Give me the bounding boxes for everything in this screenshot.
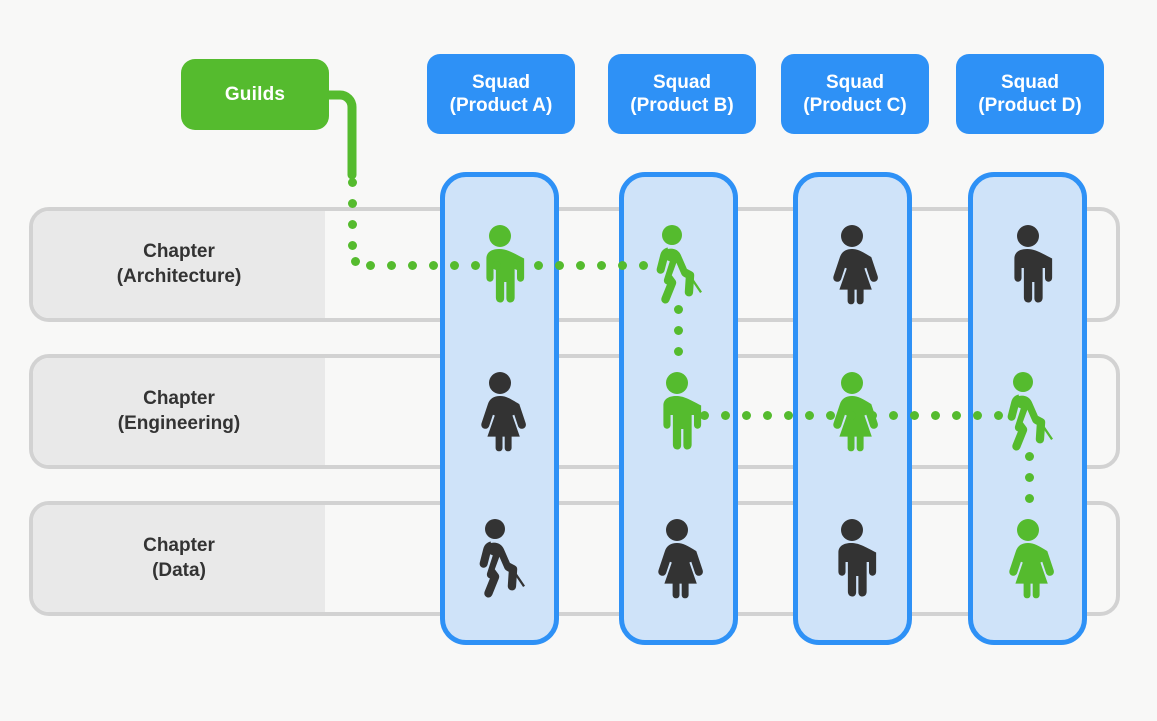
connector-dot — [674, 347, 683, 356]
connector-dot — [826, 411, 835, 420]
connector-dot — [555, 261, 564, 270]
person-walking-cane-icon — [996, 371, 1060, 451]
connector-dot — [366, 261, 375, 270]
squad-a-header-line1: Squad — [471, 71, 531, 93]
connector-dot — [784, 411, 793, 420]
squad-b-header[interactable]: Squad(Product B) — [608, 54, 756, 134]
connector-dot — [408, 261, 417, 270]
connector-dot — [763, 411, 772, 420]
chapter-data[interactable]: Chapter (Data) — [29, 501, 1120, 616]
connector-dot — [348, 241, 357, 250]
connector-dot — [576, 261, 585, 270]
connector-dot — [348, 199, 357, 208]
squad-d-header-line1: Squad — [1000, 71, 1060, 93]
connector-dot — [492, 261, 501, 270]
connector-dot — [639, 261, 648, 270]
connector-dot — [348, 220, 357, 229]
squad-c-header-line2: (Product C) — [803, 95, 907, 116]
connector-dot — [348, 178, 357, 187]
chapter-architecture-label-line2: (Architecture) — [116, 265, 242, 287]
connector-dot — [952, 411, 961, 420]
person-standing-male-icon — [645, 371, 709, 451]
person-walking-cane-icon — [468, 518, 532, 598]
connector-dot — [721, 411, 730, 420]
chapter-data-label: Chapter (Data) — [33, 505, 325, 612]
connector-dot — [674, 305, 683, 314]
eng-dots-horiz — [700, 411, 1010, 420]
chapter-architecture[interactable]: Chapter (Architecture) — [29, 207, 1120, 322]
guilds-connector-elbow — [320, 85, 380, 185]
connector-dot — [513, 261, 522, 270]
connector-dot — [618, 261, 627, 270]
connector-dot — [742, 411, 751, 420]
squad-d-header[interactable]: Squad(Product D) — [956, 54, 1104, 134]
chapter-engineering-label-line2: (Engineering) — [117, 412, 241, 434]
chapter-engineering[interactable]: Chapter (Engineering) — [29, 354, 1120, 469]
connector-dot — [931, 411, 940, 420]
person-standing-female-icon — [468, 371, 532, 452]
person-standing-male-icon — [820, 518, 884, 598]
squad-a-header[interactable]: Squad(Product A) — [427, 54, 575, 134]
chapter-architecture-label-line1: Chapter — [143, 240, 215, 262]
connector-dot — [910, 411, 919, 420]
chapter-data-label-line2: (Data) — [152, 559, 206, 581]
guild-dots-vert — [348, 178, 357, 252]
connector-dot — [597, 261, 606, 270]
connector-dot — [471, 261, 480, 270]
squad-c-header[interactable]: Squad(Product C) — [781, 54, 929, 134]
chapter-engineering-label-line1: Chapter — [143, 387, 215, 409]
connector-dot — [1025, 494, 1034, 503]
chapter-architecture-label: Chapter (Architecture) — [33, 211, 325, 318]
chapter-data-label-line1: Chapter — [143, 534, 215, 556]
squad-c-header-line1: Squad — [825, 71, 885, 93]
squad-b-dots-vert — [674, 305, 683, 372]
squad-d-header-line2: (Product D) — [978, 95, 1082, 116]
person-standing-female-icon — [645, 518, 709, 599]
connector-dot — [973, 411, 982, 420]
arch-dots-horiz — [366, 261, 660, 270]
connector-dot — [674, 326, 683, 335]
connector-dot — [847, 411, 856, 420]
squad-d-dots-vert — [1025, 452, 1034, 519]
connector-dot — [889, 411, 898, 420]
connector-dot — [1025, 452, 1034, 461]
connector-dot — [805, 411, 814, 420]
person-standing-female-icon — [820, 224, 884, 305]
person-standing-female-icon — [820, 371, 884, 452]
connector-dot — [1025, 473, 1034, 482]
connector-dot — [700, 411, 709, 420]
chapter-engineering-label: Chapter (Engineering) — [33, 358, 325, 465]
connector-dot — [429, 261, 438, 270]
connector-dot — [534, 261, 543, 270]
connector-dot — [387, 261, 396, 270]
person-walking-cane-icon — [645, 224, 709, 304]
connector-dot — [868, 411, 877, 420]
guild-elbow-dots — [351, 257, 360, 266]
guilds-label: Guilds — [224, 83, 286, 105]
person-standing-male-icon — [996, 224, 1060, 304]
squad-a-header-line2: (Product A) — [449, 95, 553, 116]
guilds-box[interactable]: Guilds — [181, 59, 329, 130]
connector-dot — [994, 411, 1003, 420]
squad-b-header-line2: (Product B) — [630, 95, 734, 116]
squad-b-header-line1: Squad — [652, 71, 712, 93]
person-standing-female-icon — [996, 518, 1060, 599]
connector-dot — [450, 261, 459, 270]
